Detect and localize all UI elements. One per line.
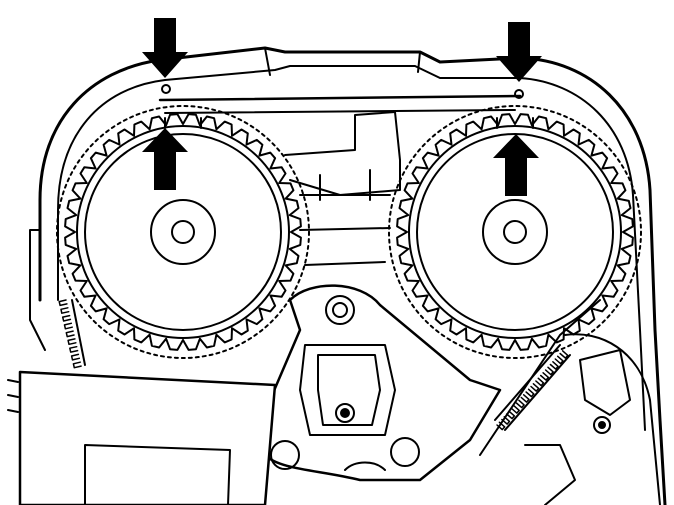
right-sprocket-bore [503,220,527,244]
right-sprocket-belt-wrap [388,105,642,359]
left-belt-tooth [72,361,82,369]
cover-left-lip [29,229,46,351]
left-lower-panel [7,370,277,505]
lower-belt-teeth-band [494,344,571,431]
belt-top-run-inner [164,109,516,114]
left-belt-tooth [65,330,75,338]
left-sprocket-inner-ring [84,133,282,331]
lower-belt-tooth [515,399,525,409]
bracket-bolt-right [390,437,420,467]
left-belt-teeth [58,299,82,369]
left-camshaft-sprocket [56,105,310,359]
right-lower-housing [494,333,661,505]
panel-edge-marks [7,379,19,413]
bracket-base [344,461,386,471]
left-belt-tooth [60,307,70,314]
right-sprocket-inner-ring [416,133,614,331]
bracket-bolt-center-inner [340,408,350,418]
lower-belt-tooth [496,421,506,431]
left-sprocket-rim [76,125,290,339]
bracket-bolt-center [335,403,355,423]
belt-top-run [158,94,522,102]
arrow-left-cover-mark [142,18,188,78]
left-belt-tooth [70,353,81,361]
center-block [284,111,401,266]
right-cover-mark [514,89,524,99]
cover-top-flange [264,47,421,76]
left-cover-mark [161,84,171,94]
timing-cover-housing [29,46,667,505]
center-block-rib [319,169,371,201]
left-belt-tooth [58,299,68,307]
right-housing-bolt-inner [598,421,606,429]
lower-belt-tooth [554,355,564,365]
left-sprocket-bore [171,220,195,244]
timing-belt [71,94,601,456]
bracket-pocket-inner [317,354,381,426]
lower-belt-tooth [544,366,554,376]
right-sprocket-rim [408,125,622,339]
left-sprocket-tooth-ring [56,105,310,359]
lower-belt-tooth [501,416,511,425]
left-sprocket-timing-notch [164,117,202,129]
center-block-upper [284,111,401,196]
lower-belt-tooth [520,394,530,403]
bracket-bolt-top [325,295,355,325]
lower-belt-tooth [535,377,545,387]
arrow-left-sprocket-mark [142,128,188,190]
bracket-pocket [299,344,396,436]
right-housing-inner [579,349,631,416]
bracket-bolt-left [270,440,300,470]
left-sprocket-hub [150,199,216,265]
left-belt-tooth [67,338,77,346]
right-sprocket-timing-notch [496,117,534,129]
cover-timing-marks [161,84,524,99]
lower-belt-tooth [510,405,520,414]
center-block-mid [299,194,391,266]
lower-belt-tooth [549,361,559,370]
lower-belt-tooth [530,383,540,392]
lower-belt-tooth [525,388,535,398]
lower-belt-teeth [496,350,569,431]
tensioner-block [524,444,576,505]
panel-outline [18,370,277,505]
arrow-right-cover-mark [496,22,542,82]
bracket-outline [263,284,502,482]
right-housing-bolt [593,416,611,434]
belt-right-run [479,299,601,456]
arrow-right-sprocket-mark [493,134,539,196]
panel-inner-window [84,444,231,505]
cover-outer-edge [38,46,667,505]
bracket-bolt-top-inner [332,302,348,318]
left-belt-tooth [63,322,73,330]
left-sprocket-tooth-outline [64,113,302,351]
right-sprocket-hub [482,199,548,265]
lower-belt-tooth [539,372,550,381]
lower-bracket [263,284,502,482]
cover-inner-edge [57,65,646,431]
left-belt-tooth [69,345,79,353]
left-belt-tooth [61,314,72,322]
left-sprocket-belt-wrap [56,105,310,359]
indicator-arrows [142,18,542,196]
lower-belt-tooth [559,350,569,359]
lower-belt-tooth [505,410,516,420]
belt-left-run [71,299,86,366]
